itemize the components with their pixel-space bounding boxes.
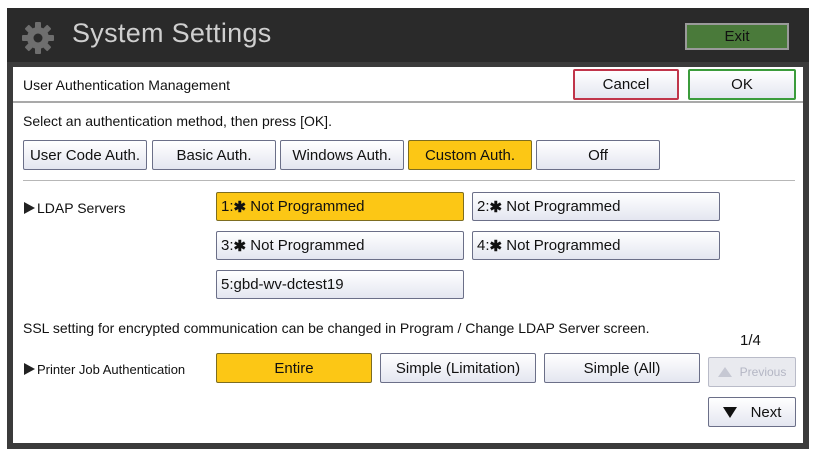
printer-job-entire-button[interactable]: Entire	[216, 353, 372, 383]
auth-windows-button[interactable]: Windows Auth.	[280, 140, 404, 170]
triangle-right-icon	[24, 363, 35, 375]
panel-header	[13, 67, 803, 103]
ldap-server-1-button[interactable]: 1:✱ Not Programmed	[216, 192, 464, 221]
asterisk-icon: ✱	[233, 237, 247, 255]
window-title: System Settings	[72, 18, 272, 48]
printer-job-simple-all-button[interactable]: Simple (All)	[544, 353, 700, 383]
page-indicator: 1/4	[740, 332, 761, 349]
ldap-server-4-button[interactable]: 4:✱ Not Programmed	[472, 231, 720, 260]
auth-custom-button[interactable]: Custom Auth.	[408, 140, 532, 170]
ldap-server-2-button[interactable]: 2:✱ Not Programmed	[472, 192, 720, 221]
previous-button[interactable]: Previous	[708, 357, 796, 387]
auth-instruction: Select an authentication method, then pr…	[23, 113, 332, 129]
gear-icon	[22, 22, 54, 54]
next-button[interactable]: Next	[708, 397, 796, 427]
asterisk-icon: ✱	[233, 198, 247, 216]
auth-basic-button[interactable]: Basic Auth.	[152, 140, 276, 170]
triangle-up-icon	[717, 367, 732, 377]
ssl-note: SSL setting for encrypted communication …	[23, 320, 650, 336]
ok-button[interactable]: OK	[688, 69, 796, 100]
triangle-down-icon	[722, 406, 737, 418]
divider	[23, 180, 795, 181]
printer-job-simple-limitation-button[interactable]: Simple (Limitation)	[380, 353, 536, 383]
printer-job-label: Printer Job Authentication	[24, 362, 185, 377]
asterisk-icon: ✱	[489, 237, 503, 255]
exit-button[interactable]: Exit	[685, 23, 789, 50]
auth-user-code-button[interactable]: User Code Auth.	[23, 140, 147, 170]
triangle-right-icon	[24, 202, 35, 214]
ldap-server-3-button[interactable]: 3:✱ Not Programmed	[216, 231, 464, 260]
asterisk-icon: ✱	[489, 198, 503, 216]
auth-off-button[interactable]: Off	[536, 140, 660, 170]
title-bar	[7, 8, 809, 62]
cancel-button[interactable]: Cancel	[573, 69, 679, 100]
panel-title: User Authentication Management	[23, 77, 231, 93]
ldap-servers-label: LDAP Servers	[24, 200, 125, 216]
ldap-server-5-button[interactable]: 5:gbd-wv-dctest19	[216, 270, 464, 299]
